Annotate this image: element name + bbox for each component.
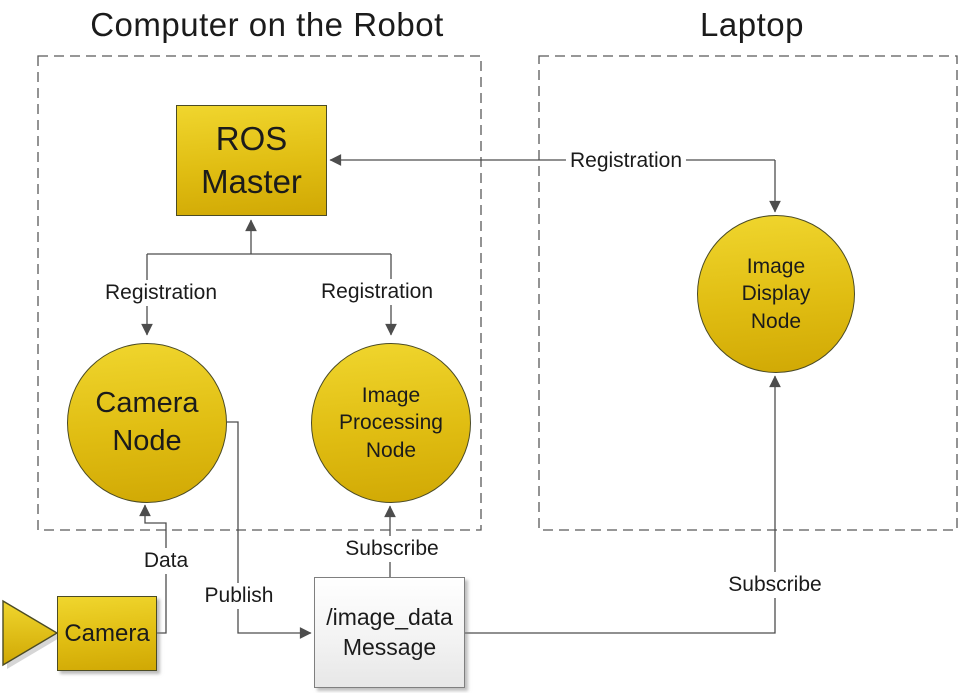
camera-node-label: Camera Node (95, 387, 199, 457)
edge-label-data: Data (139, 548, 193, 574)
image-processing-node-label: Image Processing Node (339, 384, 443, 462)
image-data-message-label: /image_data Message (326, 603, 453, 660)
edge-label-registration-camera: Registration (100, 280, 222, 306)
camera-node: Camera Node (67, 343, 227, 503)
edge-label-registration-processing: Registration (316, 279, 438, 305)
camera-hardware-box: Camera (57, 596, 157, 671)
robot-boundary (37, 55, 482, 531)
image-processing-node: Image Processing Node (311, 343, 471, 503)
edge-label-subscribe-processing: Subscribe (341, 536, 443, 562)
camera-lens-icon (2, 599, 59, 667)
laptop-boundary (538, 55, 958, 531)
edge-data-camera-to-camera-node (139, 504, 167, 634)
camera-hardware-label: Camera (64, 619, 150, 647)
ros-master-node: ROS Master (176, 105, 327, 216)
edge-label-registration-display: Registration (565, 148, 687, 174)
image-display-node: Image Display Node (697, 215, 855, 373)
edge-label-publish: Publish (200, 583, 278, 609)
robot-region-title: Computer on the Robot (90, 6, 444, 43)
image-display-node-label: Image Display Node (741, 255, 811, 333)
image-data-message-box: /image_data Message (314, 577, 465, 688)
ros-master-label: ROS Master (201, 119, 302, 200)
edge-publish-camera-node-to-message (227, 421, 312, 639)
edge-subscribe-message-to-display (465, 375, 781, 634)
edge-label-subscribe-display: Subscribe (724, 572, 826, 598)
laptop-region-title: Laptop (700, 6, 804, 43)
